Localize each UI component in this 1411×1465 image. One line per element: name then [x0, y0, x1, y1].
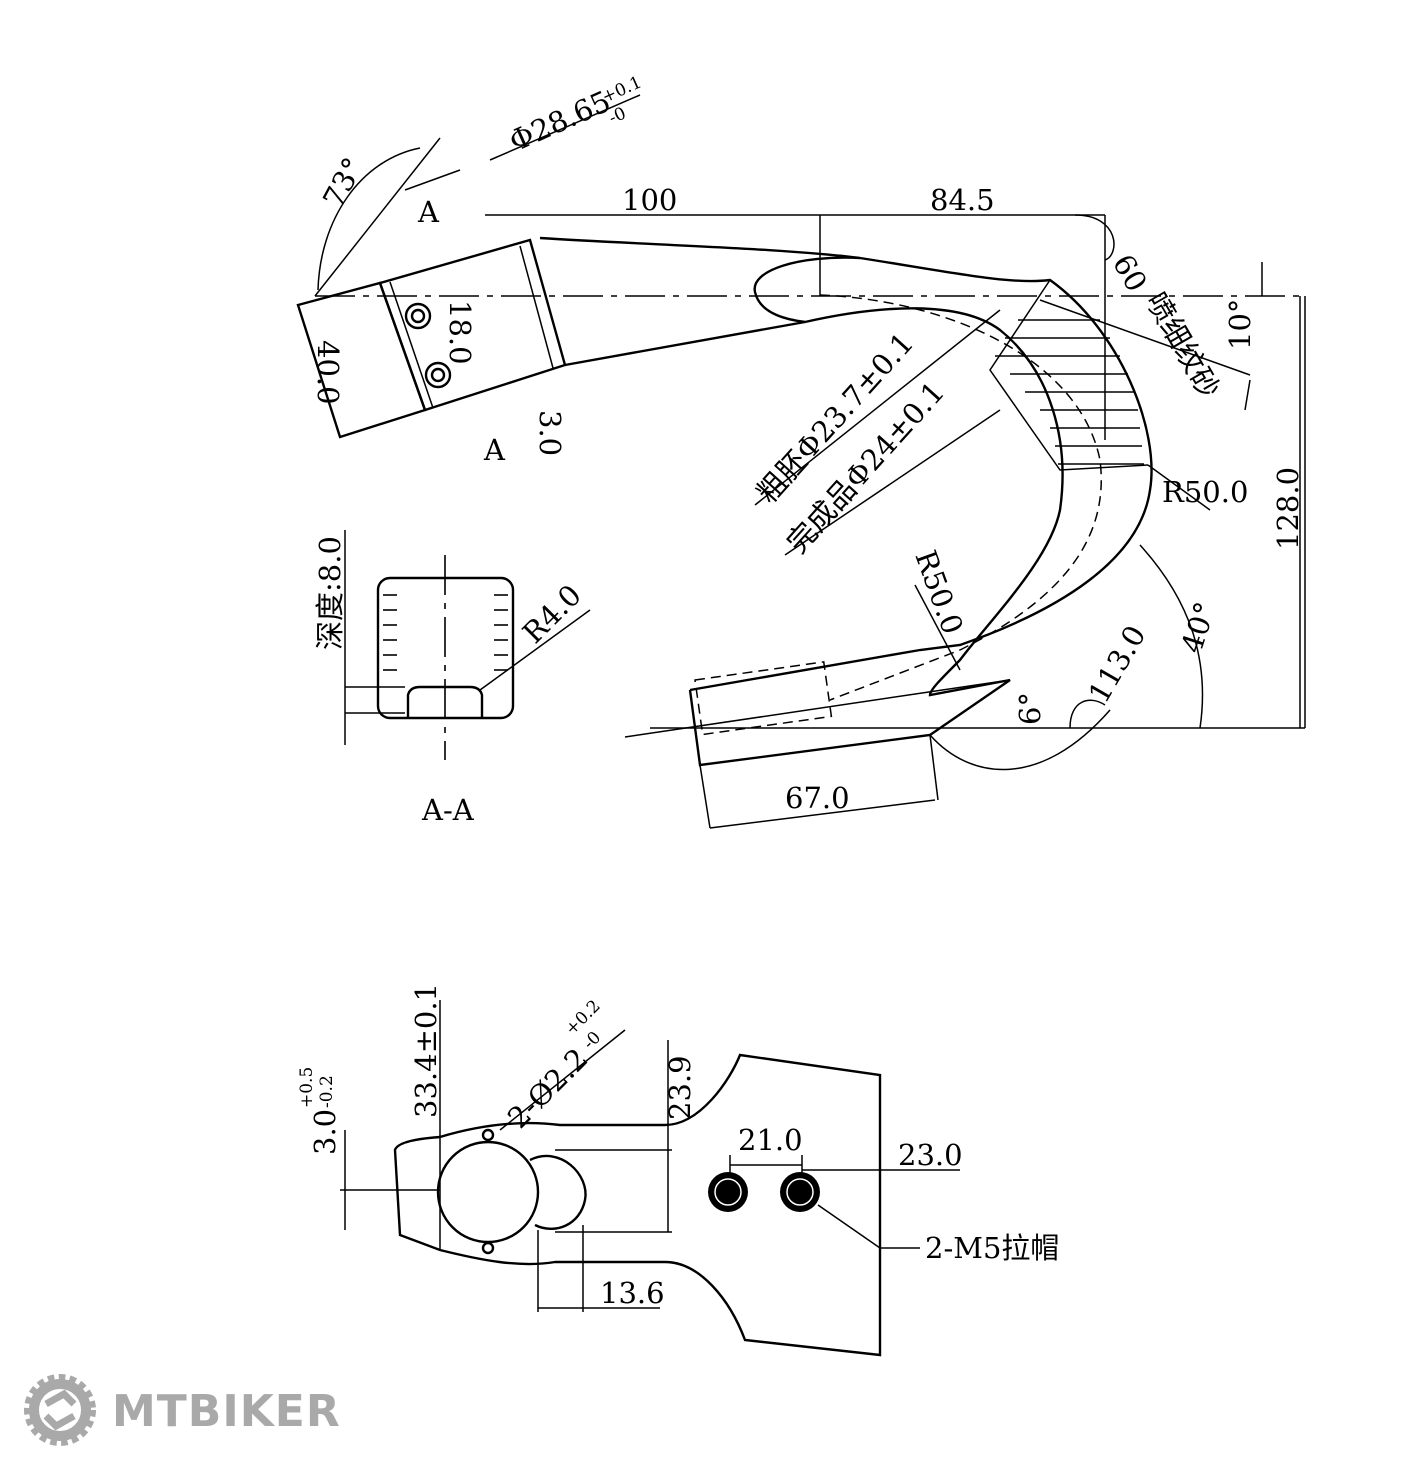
angle-73-label: 73° [316, 152, 370, 213]
finish-note: 喷细纹砂 [1139, 287, 1226, 404]
dim-3-tol-lower: -0.2 [317, 1075, 337, 1108]
radius-r4-label: R4.0 [516, 578, 588, 650]
bolt-icon [424, 361, 452, 389]
rivet-nut-icon [708, 1172, 748, 1212]
bolt-icon [404, 302, 432, 330]
dim-40: 40.0 [311, 340, 345, 405]
angle-10-label: 10° [1223, 299, 1257, 350]
angle-6-label: 6° [1013, 692, 1047, 725]
clamp-diameter-label: Φ28.65 [504, 84, 615, 158]
dim-100: 100 [622, 183, 677, 217]
bar-top [539, 236, 861, 367]
dim-3: 3.0 [533, 410, 567, 456]
radius-inner-label: R50.0 [908, 546, 970, 639]
dim-23-9: 23.9 [663, 1055, 697, 1120]
depth-label: 深度:8.0 [313, 536, 347, 650]
dim-21: 21.0 [738, 1123, 803, 1157]
dim-113: 113.0 [1082, 620, 1153, 709]
pin-hole [481, 1241, 495, 1255]
radius-outer-label: R50.0 [1162, 475, 1248, 509]
drop-outer [689, 256, 1153, 692]
dim-23: 23.0 [898, 1138, 963, 1172]
pin-holes-label: 2-Ø2.2 [501, 1042, 594, 1135]
gear-logo-icon [24, 1374, 96, 1446]
section-title: A-A [421, 793, 475, 827]
dim-67: 67.0 [785, 781, 850, 815]
dim-3-tol-upper: +0.5 [297, 1067, 317, 1108]
dim-128: 128.0 [1271, 467, 1305, 550]
plate-outline [393, 1053, 882, 1357]
holes-tol-upper: +0.2 [561, 996, 604, 1039]
bore [436, 1140, 540, 1244]
dim-3-bottom: 3.0 [308, 1109, 342, 1155]
dim-33-4: 33.4±0.1 [409, 983, 443, 1118]
tube-axis [819, 294, 1102, 701]
texture-zone [989, 279, 1149, 471]
watermark-logo: MTBIKER [24, 1374, 341, 1446]
dim-13-6: 13.6 [600, 1276, 665, 1310]
dim-84-5: 84.5 [930, 183, 995, 217]
section-aa: 深度:8.0 R4.0 A-A [313, 530, 591, 827]
rivet-nut-label: 2-M5拉帽 [925, 1231, 1059, 1265]
insert-hidden [694, 661, 833, 736]
section-mark-a: A [417, 195, 440, 229]
top-view: Φ28.65 +0.1 -0 73° A A 100 84.5 60 喷细纹砂 … [296, 73, 1306, 829]
bottom-view: 3.0 +0.5 -0.2 33.4±0.1 2-Ø2.2 +0.2 -0 23… [297, 983, 1059, 1357]
section-mark-a: A [483, 433, 506, 467]
clamp-tol-lower: -0 [606, 104, 629, 129]
watermark-text: MTBIKER [112, 1386, 341, 1437]
angle-60-label: 60 [1106, 249, 1154, 298]
rivet-nut-icon [780, 1172, 820, 1212]
drop-inner [688, 307, 1064, 767]
dim-18: 18.0 [443, 300, 477, 365]
pin-hole [481, 1128, 495, 1142]
